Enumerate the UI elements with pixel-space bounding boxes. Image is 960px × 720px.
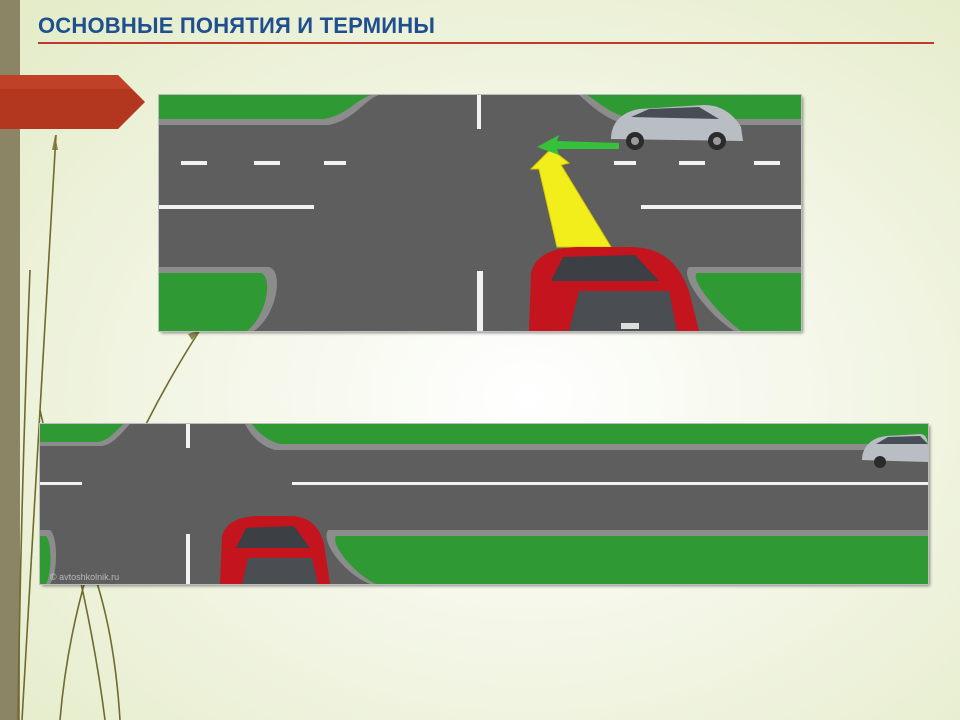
side-bar [0, 0, 20, 720]
intersection-photo-bottom: © avtoshkolnik.ru [39, 423, 929, 585]
intersection-photo-top [158, 94, 802, 332]
red-car-icon [529, 247, 699, 331]
slide-title: ОСНОВНЫЕ ПОНЯТИЯ И ТЕРМИНЫ [38, 13, 436, 38]
image-watermark: © avtoshkolnik.ru [50, 572, 120, 582]
title-block: ОСНОВНЫЕ ПОНЯТИЯ И ТЕРМИНЫ [38, 10, 934, 46]
silver-suv-icon [862, 434, 928, 468]
title-underline [38, 42, 934, 44]
red-car-icon [220, 516, 330, 584]
slide-tab-marker [0, 75, 145, 129]
green-arrow-icon [537, 135, 619, 155]
silver-suv-icon [611, 105, 743, 150]
